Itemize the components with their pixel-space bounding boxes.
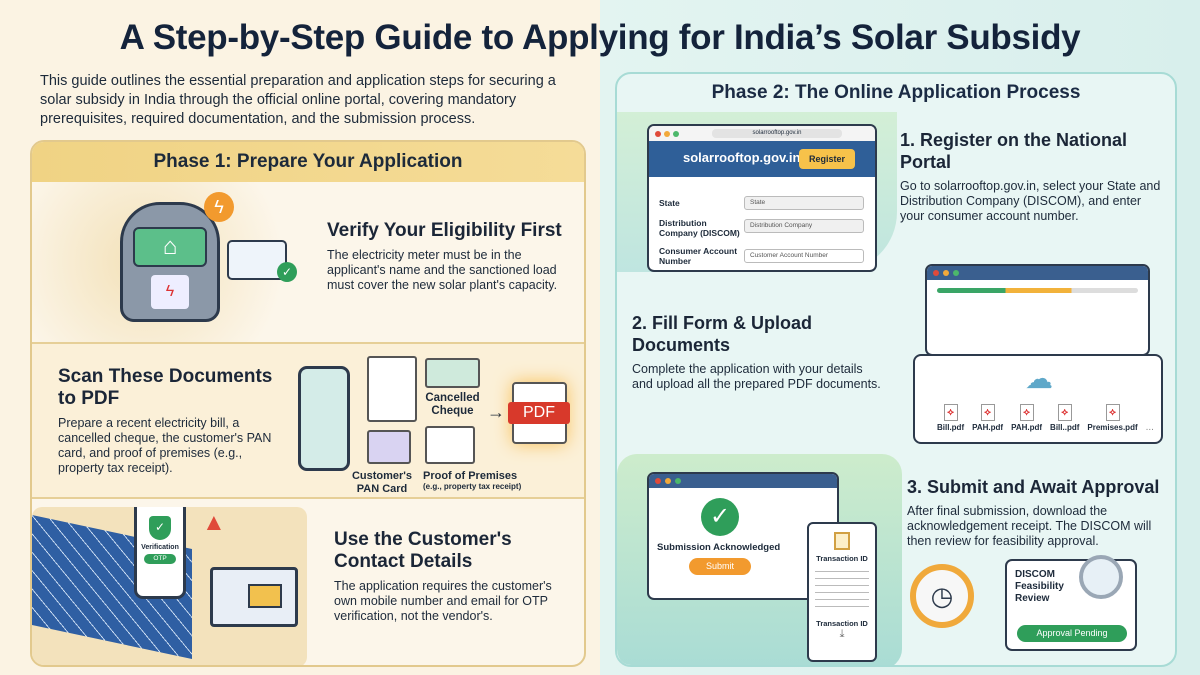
stopwatch-icon: ◷	[910, 564, 974, 628]
discom-label: Distribution Company (DISCOM)	[659, 218, 740, 238]
pan-card-icon	[367, 430, 411, 464]
step-title: 3. Submit and Await Approval	[907, 477, 1160, 497]
more-files: ...	[1145, 422, 1154, 433]
receipt-icon	[834, 532, 850, 550]
premises-label: Proof of Premises	[423, 470, 518, 482]
id-card-icon	[227, 240, 287, 280]
step-title: Scan These Documents to PDF	[58, 366, 273, 409]
shield-check-icon: ✓	[149, 516, 171, 540]
warning-icon: ▲	[202, 509, 226, 536]
state-select[interactable]: State	[744, 196, 864, 210]
phase2-panel: Phase 2: The Online Application Process …	[615, 72, 1177, 667]
account-label: Consumer Account Number	[659, 246, 738, 266]
pan-label: Customer's PAN Card	[351, 470, 413, 495]
upload-area[interactable]: ☁ ⟡Bill.pdf ⟡PAH.pdf ⟡PAH.pdf ⟡Bill..pdf ⟡Pr…	[913, 354, 1163, 444]
ack-message: Submission Acknowledged	[657, 542, 781, 553]
phase2-header: Phase 2: The Online Application Process	[711, 82, 1081, 103]
step-body: Prepare a recent electricity bill, a can…	[58, 416, 272, 475]
step-body: After final submission, download the ack…	[907, 504, 1152, 548]
step-title: Use the Customer's Contact Details	[334, 529, 512, 572]
otp-badge: OTP	[144, 554, 176, 564]
cloud-upload-icon: ☁	[1025, 363, 1053, 394]
electric-meter-icon: ⌂ ϟ	[120, 202, 220, 322]
step-body: The electricity meter must be in the app…	[327, 248, 558, 292]
file-item: ⟡Bill..pdf	[1050, 404, 1079, 432]
intro-text: This guide outlines the essential prepar…	[40, 73, 556, 127]
pdf-file-icon: PDF	[508, 382, 570, 444]
receipt-footer: Transaction ID	[816, 619, 868, 628]
discom-select[interactable]: Distribution Company	[744, 219, 864, 233]
pdf-label: PDF	[508, 402, 570, 424]
cheque-icon	[425, 358, 480, 388]
step-body: Complete the application with your detai…	[632, 362, 881, 391]
portal-browser: solarrooftop.gov.in solarrooftop.gov.in …	[647, 124, 877, 272]
step-title: Verify Your Eligibility First	[327, 220, 562, 241]
phase1-header: Phase 1: Prepare Your Application	[32, 142, 584, 182]
email-icon	[248, 584, 282, 608]
url-bar[interactable]: solarrooftop.gov.in	[712, 129, 842, 138]
step-body: Go to solarrooftop.gov.in, select your S…	[900, 179, 1161, 223]
form-browser	[925, 264, 1150, 356]
file-item: ⟡Premises.pdf	[1087, 404, 1138, 432]
premises-doc-icon	[425, 426, 475, 464]
phone-scanner-icon	[298, 366, 350, 471]
premises-note: (e.g., property tax receipt)	[423, 482, 522, 491]
state-label: State	[659, 198, 680, 208]
otp-illustration: ✓ Verification OTP ▲	[32, 507, 307, 665]
check-icon: ✓	[277, 262, 297, 282]
page-title: A Step-by-Step Guide to Applying for Ind…	[119, 18, 1081, 57]
approval-status-badge: Approval Pending	[1017, 625, 1127, 642]
cheque-label: Cancelled Cheque	[425, 392, 480, 417]
account-input[interactable]: Customer Account Number	[744, 249, 864, 263]
step-eligibility: ⌂ ϟ ϟ ✓ Verify Your Eligibility First Th…	[32, 182, 584, 342]
progress-bar	[937, 288, 1138, 293]
step-title: 2. Fill Form & Upload Documents	[632, 313, 813, 355]
receipt: Transaction ID Transaction ID ⤓	[807, 522, 877, 662]
step-contact-details: ✓ Verification OTP ▲ Use the Customer's …	[32, 497, 584, 665]
submit-button[interactable]: Submit	[689, 558, 751, 575]
uploaded-files: ⟡Bill.pdf ⟡PAH.pdf ⟡PAH.pdf ⟡Bill..pdf ⟡Prem…	[937, 404, 1154, 435]
verification-label: Verification	[141, 544, 179, 551]
step-body: The application requires the customer's …	[334, 579, 552, 623]
file-item: ⟡PAH.pdf	[1011, 404, 1042, 432]
file-item: ⟡PAH.pdf	[972, 404, 1003, 432]
meter-illustration: ⌂ ϟ ϟ ✓	[32, 182, 312, 342]
review-label: DISCOM Feasibility Review	[1015, 569, 1064, 604]
arrow-right-icon: →	[487, 402, 505, 422]
success-check-icon: ✓	[701, 498, 739, 536]
lightning-icon: ϟ	[204, 192, 234, 222]
step-scan-documents: Scan These Documents to PDF Prepare a re…	[32, 342, 584, 497]
electricity-bill-icon	[367, 356, 417, 422]
discom-review-card: DISCOM Feasibility Review Approval Pendi…	[1005, 555, 1137, 651]
acknowledgement-window: ✓ Submission Acknowledged Submit	[647, 472, 839, 600]
receipt-title: Transaction ID	[816, 554, 868, 563]
step-title: 1. Register on the National Portal	[900, 130, 1128, 172]
phone-icon: ✓ Verification OTP	[134, 507, 186, 599]
magnifier-icon	[1079, 555, 1123, 599]
portal-site-name: solarrooftop.gov.in	[683, 150, 801, 165]
file-item: ⟡Bill.pdf	[937, 404, 964, 432]
laptop-icon	[210, 567, 298, 627]
phase1-panel: Phase 1: Prepare Your Application ⌂ ϟ ϟ …	[30, 140, 586, 667]
download-icon[interactable]: ⤓	[839, 628, 845, 640]
register-button[interactable]: Register	[799, 149, 855, 169]
